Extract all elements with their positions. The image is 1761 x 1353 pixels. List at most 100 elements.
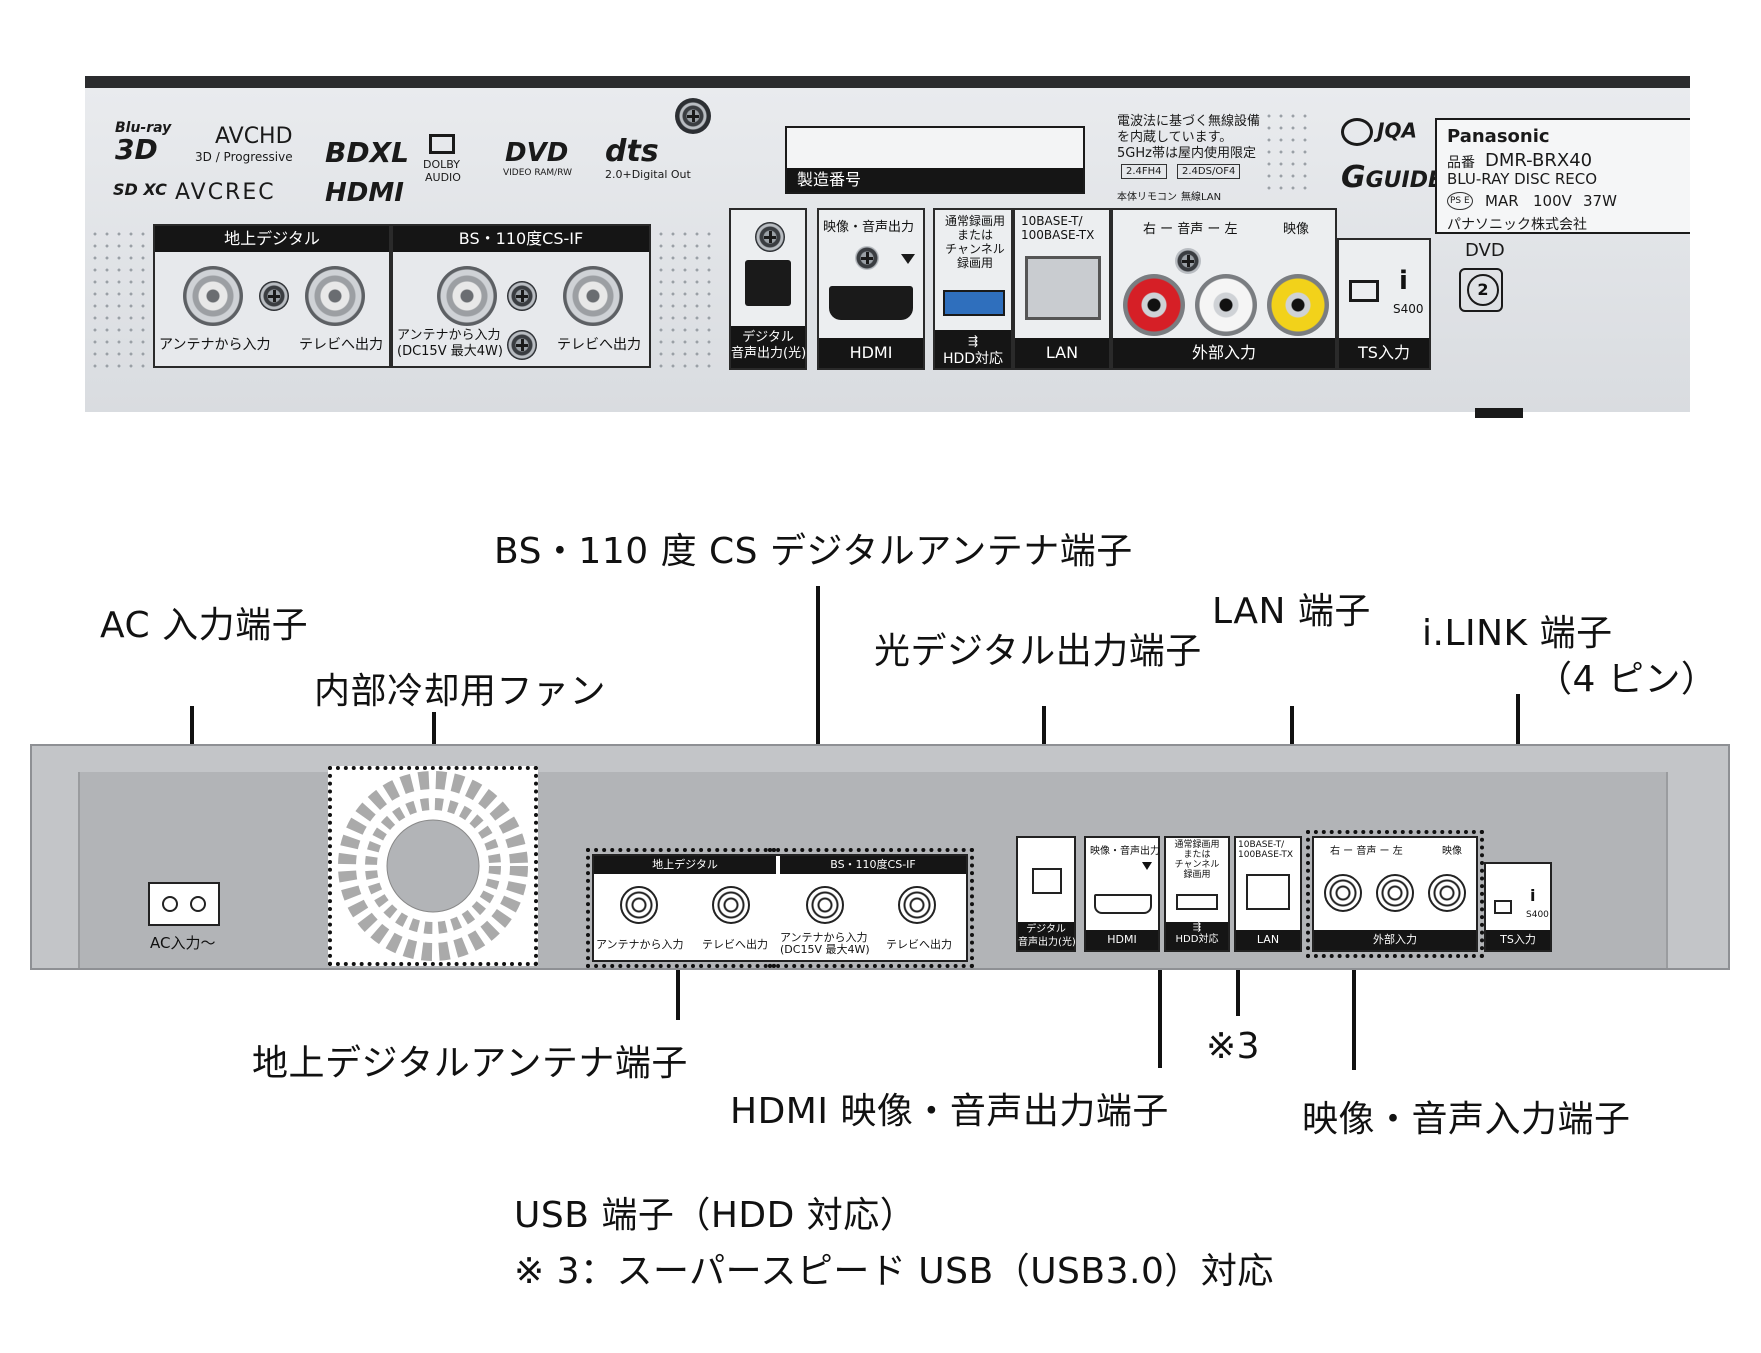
dolby-icon [429,134,455,154]
diagram-bs-in-label: アンテナから入力 (DC15V 最大4W) [780,931,870,956]
callout-fan: 内部冷却用ファン [314,671,607,712]
dvd-sub: VIDEO RAM/RW [503,168,573,178]
diagram-lan-bar: LAN [1236,930,1300,950]
photo-av-footer: 外部入力 [1113,338,1335,368]
top-screw [675,98,711,134]
leader-hdmi [1158,966,1162,1068]
photo-terrestrial-out-label: テレビへ出力 [299,337,383,353]
callout-lan: LAN 端子 [1212,591,1371,632]
photo-terrestrial-out-jack [305,266,365,326]
callout-terrestrial: 地上デジタルアンテナ端子 [252,1043,688,1084]
diagram-terr-in-label: アンテナから入力 [596,938,684,951]
photo-ts-footer: TS入力 [1339,338,1429,368]
bdxl-logo: BDXL [325,136,410,169]
ac-inlet [148,882,220,926]
diagram-usb-trident-icon: ⇶ [1192,922,1202,933]
radio-caption-2: 無線LAN [1181,192,1222,203]
ilink-icon: i [1399,266,1408,296]
diagram-optical-bar: デジタル 音声出力(光) [1018,922,1076,950]
dts-sub: 2.0+Digital Out [605,168,691,181]
diagram-optical-bay: デジタル 音声出力(光) [1016,836,1076,952]
vent-dots-mid [655,228,715,368]
model-number-label: 品番 [1447,155,1475,171]
diagram-hdmi-bay: 映像・音声出力 HDMI [1084,836,1160,952]
photo-hdmi-bay: 映像・音声出力 HDMI [817,208,925,370]
model-type: BLU-RAY DISC RECO [1447,170,1598,188]
serial-label-box: 製造番号 [785,126,1085,194]
diagram-usb-bay: 通常録画用 または チャンネル 録画用 ⇶ HDD対応 [1164,836,1230,952]
avchd-sub: 3D / Progressive [195,150,293,164]
vent-dots-left [89,228,149,368]
radio-notice-3: 5GHz帯は屋内使用限定 [1117,146,1256,161]
diagram-antenna-panel: 地上デジタル BS・110度CS-IF アンテナから入力 テレビへ出力 アンテナ… [592,854,968,962]
fan-grille-icon [338,771,528,961]
gguide-g-icon: G [1341,160,1366,195]
avcrec-logo: AVCREC [175,180,276,205]
radio-code-1: 2.4FH4 [1121,164,1167,179]
photo-av-left-jack [1195,274,1257,336]
leader-fan [432,712,436,768]
vent-dots-top-right [1263,110,1311,196]
callout-optical: 光デジタル出力端子 [874,631,1202,672]
photo-ts-port [1349,280,1379,302]
diagram-ts-bar: TS入力 [1486,930,1550,950]
photo-optical-footer: デジタル 音声出力(光) [731,326,806,368]
diagram-av-video-jack [1428,874,1466,912]
ac-pin-left-icon [162,896,178,912]
bluray-3d-logo: 3D [115,133,158,166]
callout-usb: USB 端子（HDD 対応） [514,1195,917,1236]
radio-notice-2: を内蔵しています。 [1117,130,1233,145]
bluray-logo: Blu-ray [115,120,172,136]
callout-hdmi: HDMI 映像・音声出力端子 [730,1091,1169,1132]
photo-dvd-label: DVD [1465,240,1505,261]
jqa-logo: JQA [1341,118,1417,146]
photo-usb-top-label: 通常録画用 または チャンネル 録画用 [944,214,1005,270]
diagram-terr-out-label: テレビへ出力 [702,938,768,951]
model-plate: Panasonic 品番 DMR-BRX40 BLU-RAY DISC RECO… [1435,118,1690,234]
photo-lan-footer: LAN [1015,338,1109,368]
dolby-line1: DOLBY [423,158,460,171]
photo-ts-bay: i S400 TS入力 [1337,238,1431,370]
photo-lan-bay: 10BASE-T/ 100BASE-TX LAN [1013,208,1111,370]
diagram-usb-bar: ⇶ HDD対応 [1166,922,1228,950]
diagram-av-bay: 右 ー 音声 ー 左 映像 外部入力 [1312,836,1478,952]
leader-usb [1236,956,1240,1016]
photo-av-right-jack [1123,274,1185,336]
photo-usb-footer-label: HDD対応 [942,351,1004,367]
photo-hdmi-screw [855,246,879,270]
photo-bs-out-jack [563,266,623,326]
photo-av-top-right: 映像 [1283,222,1310,237]
model-spec-3: 37W [1583,192,1617,210]
photo-bs-header: BS・110度CS-IF [393,226,649,252]
jqa-circle-icon [1341,118,1373,146]
callout-note3: ※3 [1206,1026,1261,1067]
photo-bs-out-label: テレビへ出力 [557,337,641,353]
diagram-terr-out-jack [712,886,750,924]
photo-terrestrial-in-jack [183,266,243,326]
serial-label: 製造番号 [797,170,862,189]
leader-bs [816,586,820,846]
sdxc-logo: SD XC [113,180,167,199]
diagram-usb-top: 通常録画用 または チャンネル 録画用 [1174,840,1220,880]
photo-usb-port [943,290,1005,316]
photo-hdmi-port [829,286,913,320]
diagram-hdmi-bar: HDMI [1086,930,1158,950]
region-number: 2 [1467,274,1499,306]
callout-ac-input: AC 入力端子 [100,605,309,646]
photo-bs-in-jack [437,266,497,326]
photo-hdmi-footer: HDMI [819,338,923,368]
diagram-lan-top: 10BASE-T/ 100BASE-TX [1238,840,1293,860]
photo-terrestrial-header: 地上デジタル [155,226,389,252]
model-maker: パナソニック株式会社 [1447,217,1587,233]
photo-bottom-foot [1475,408,1523,418]
diagram-bs-out-jack [898,886,936,924]
diagram-av-top-right: 映像 [1442,846,1462,857]
diagram-lan-port [1246,874,1290,910]
photo-usb-bay: 通常録画用 または チャンネル 録画用 ⇶ HDD対応 [933,208,1013,370]
av-input-area [1306,830,1484,958]
diagram-optical-port [1032,868,1062,894]
dolby-line2: AUDIO [425,171,461,184]
diagram-av-top-left: 右 ー 音声 ー 左 [1330,846,1403,857]
photo-av-screw [1175,248,1201,274]
